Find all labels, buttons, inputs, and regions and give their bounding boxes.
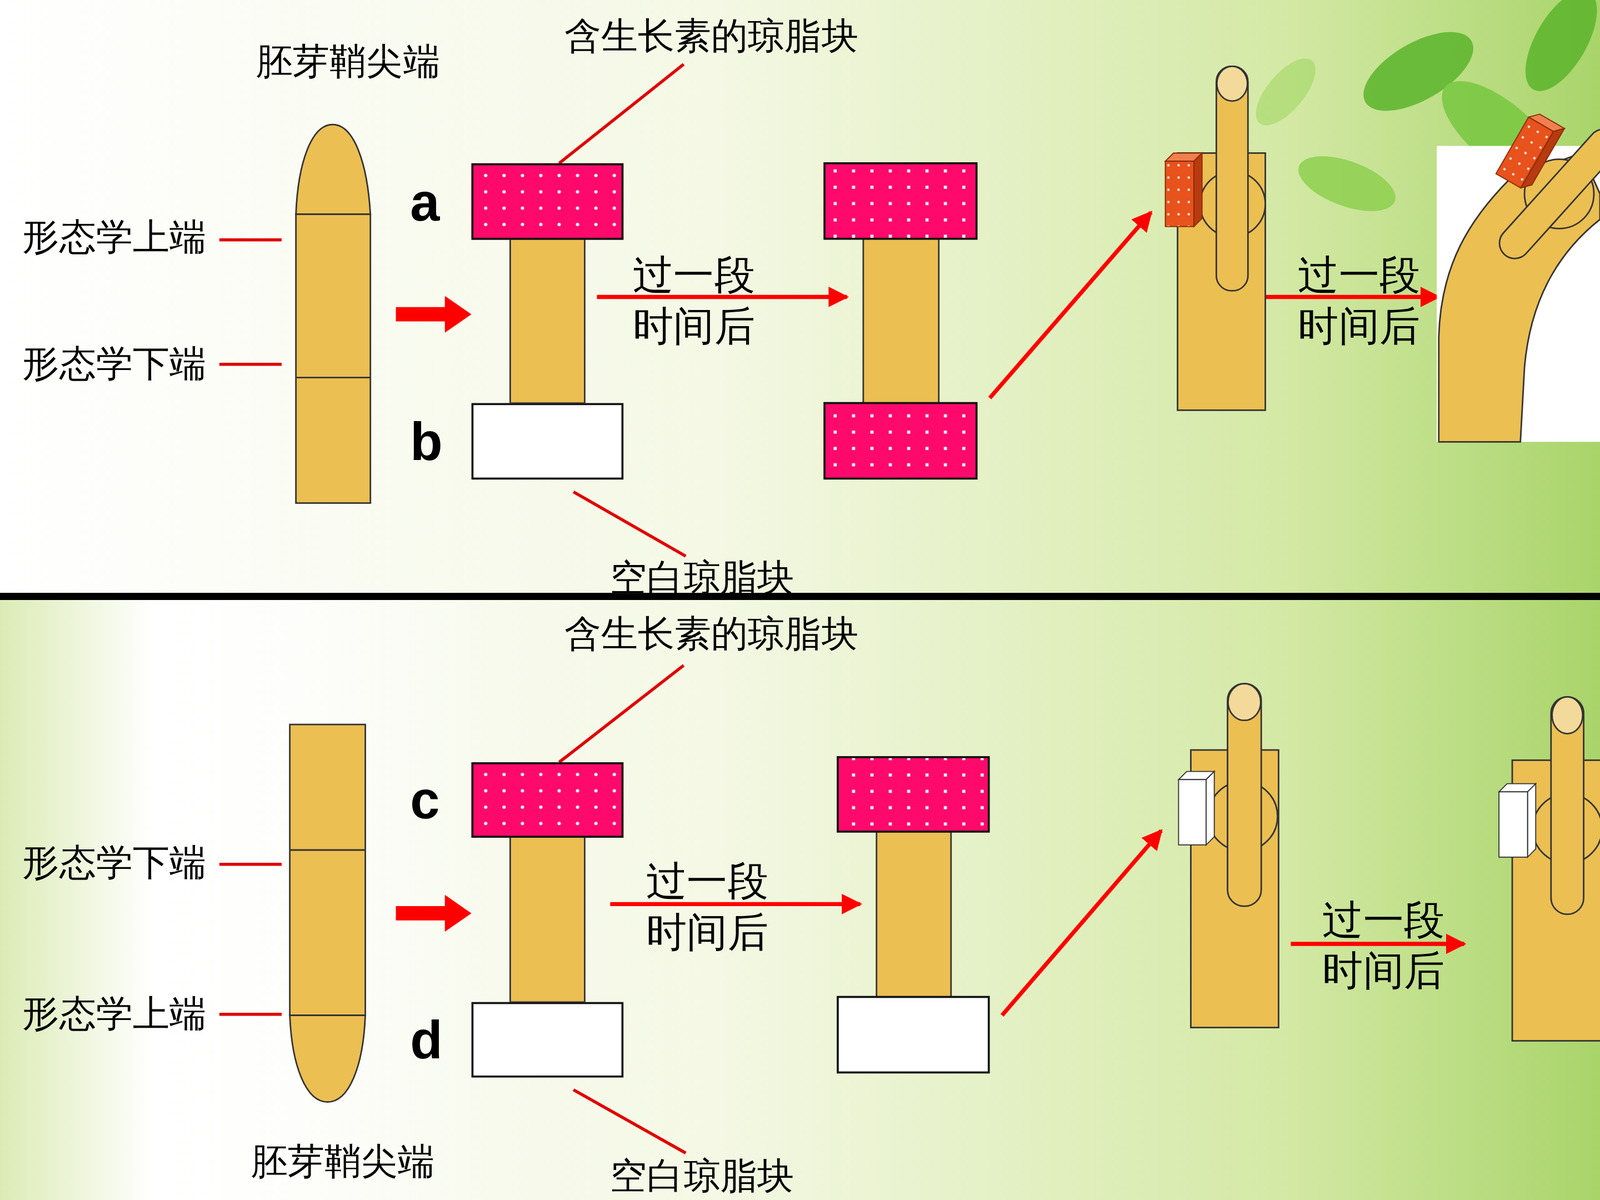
- time-note: 过一段 时间后: [622, 248, 765, 352]
- part-label: 形态学上端: [22, 214, 207, 259]
- part-label: 胚芽鞘尖端: [251, 1139, 435, 1184]
- time-note: 过一段 时间后: [1287, 248, 1431, 352]
- decapitated-coleoptile-bottom: [1178, 683, 1279, 1028]
- coleoptile-upright: [296, 124, 371, 503]
- agar-block: d: [471, 1002, 624, 1078]
- agar-block: a: [471, 163, 624, 240]
- time-note: 过一段 时间后: [1312, 893, 1455, 997]
- decapitated-coleoptile-top: [1177, 66, 1266, 410]
- part-label: 胚芽鞘尖端: [256, 39, 440, 84]
- part-label: 形态学上端: [22, 991, 207, 1035]
- part-label: 形态学下端: [22, 840, 207, 884]
- straight-coleoptile: [1498, 696, 1600, 1041]
- part-label: 含生长素的琼脂块: [564, 611, 859, 656]
- coleoptile-inverted: [290, 724, 366, 1103]
- process-arrows: [396, 296, 472, 932]
- bent-coleoptile: [1436, 110, 1600, 442]
- block-letter: d: [410, 1009, 443, 1071]
- orange-agar-cube: [1165, 153, 1203, 227]
- time-note: 过一段 时间后: [635, 855, 779, 958]
- leader-lines: [219, 64, 686, 1154]
- part-label: 空白琼脂块: [610, 1153, 794, 1198]
- part-label: 空白琼脂块: [610, 555, 794, 600]
- block-letter: c: [410, 769, 440, 831]
- segment-stems: [510, 238, 951, 1003]
- block-letter: b: [410, 410, 443, 472]
- agar-block: c: [471, 762, 624, 838]
- block-letter: a: [410, 171, 440, 233]
- divider-line: [0, 592, 1600, 600]
- agar-block: b: [471, 403, 624, 480]
- part-label: 形态学下端: [22, 341, 207, 385]
- part-label: 含生长素的琼脂块: [564, 13, 859, 58]
